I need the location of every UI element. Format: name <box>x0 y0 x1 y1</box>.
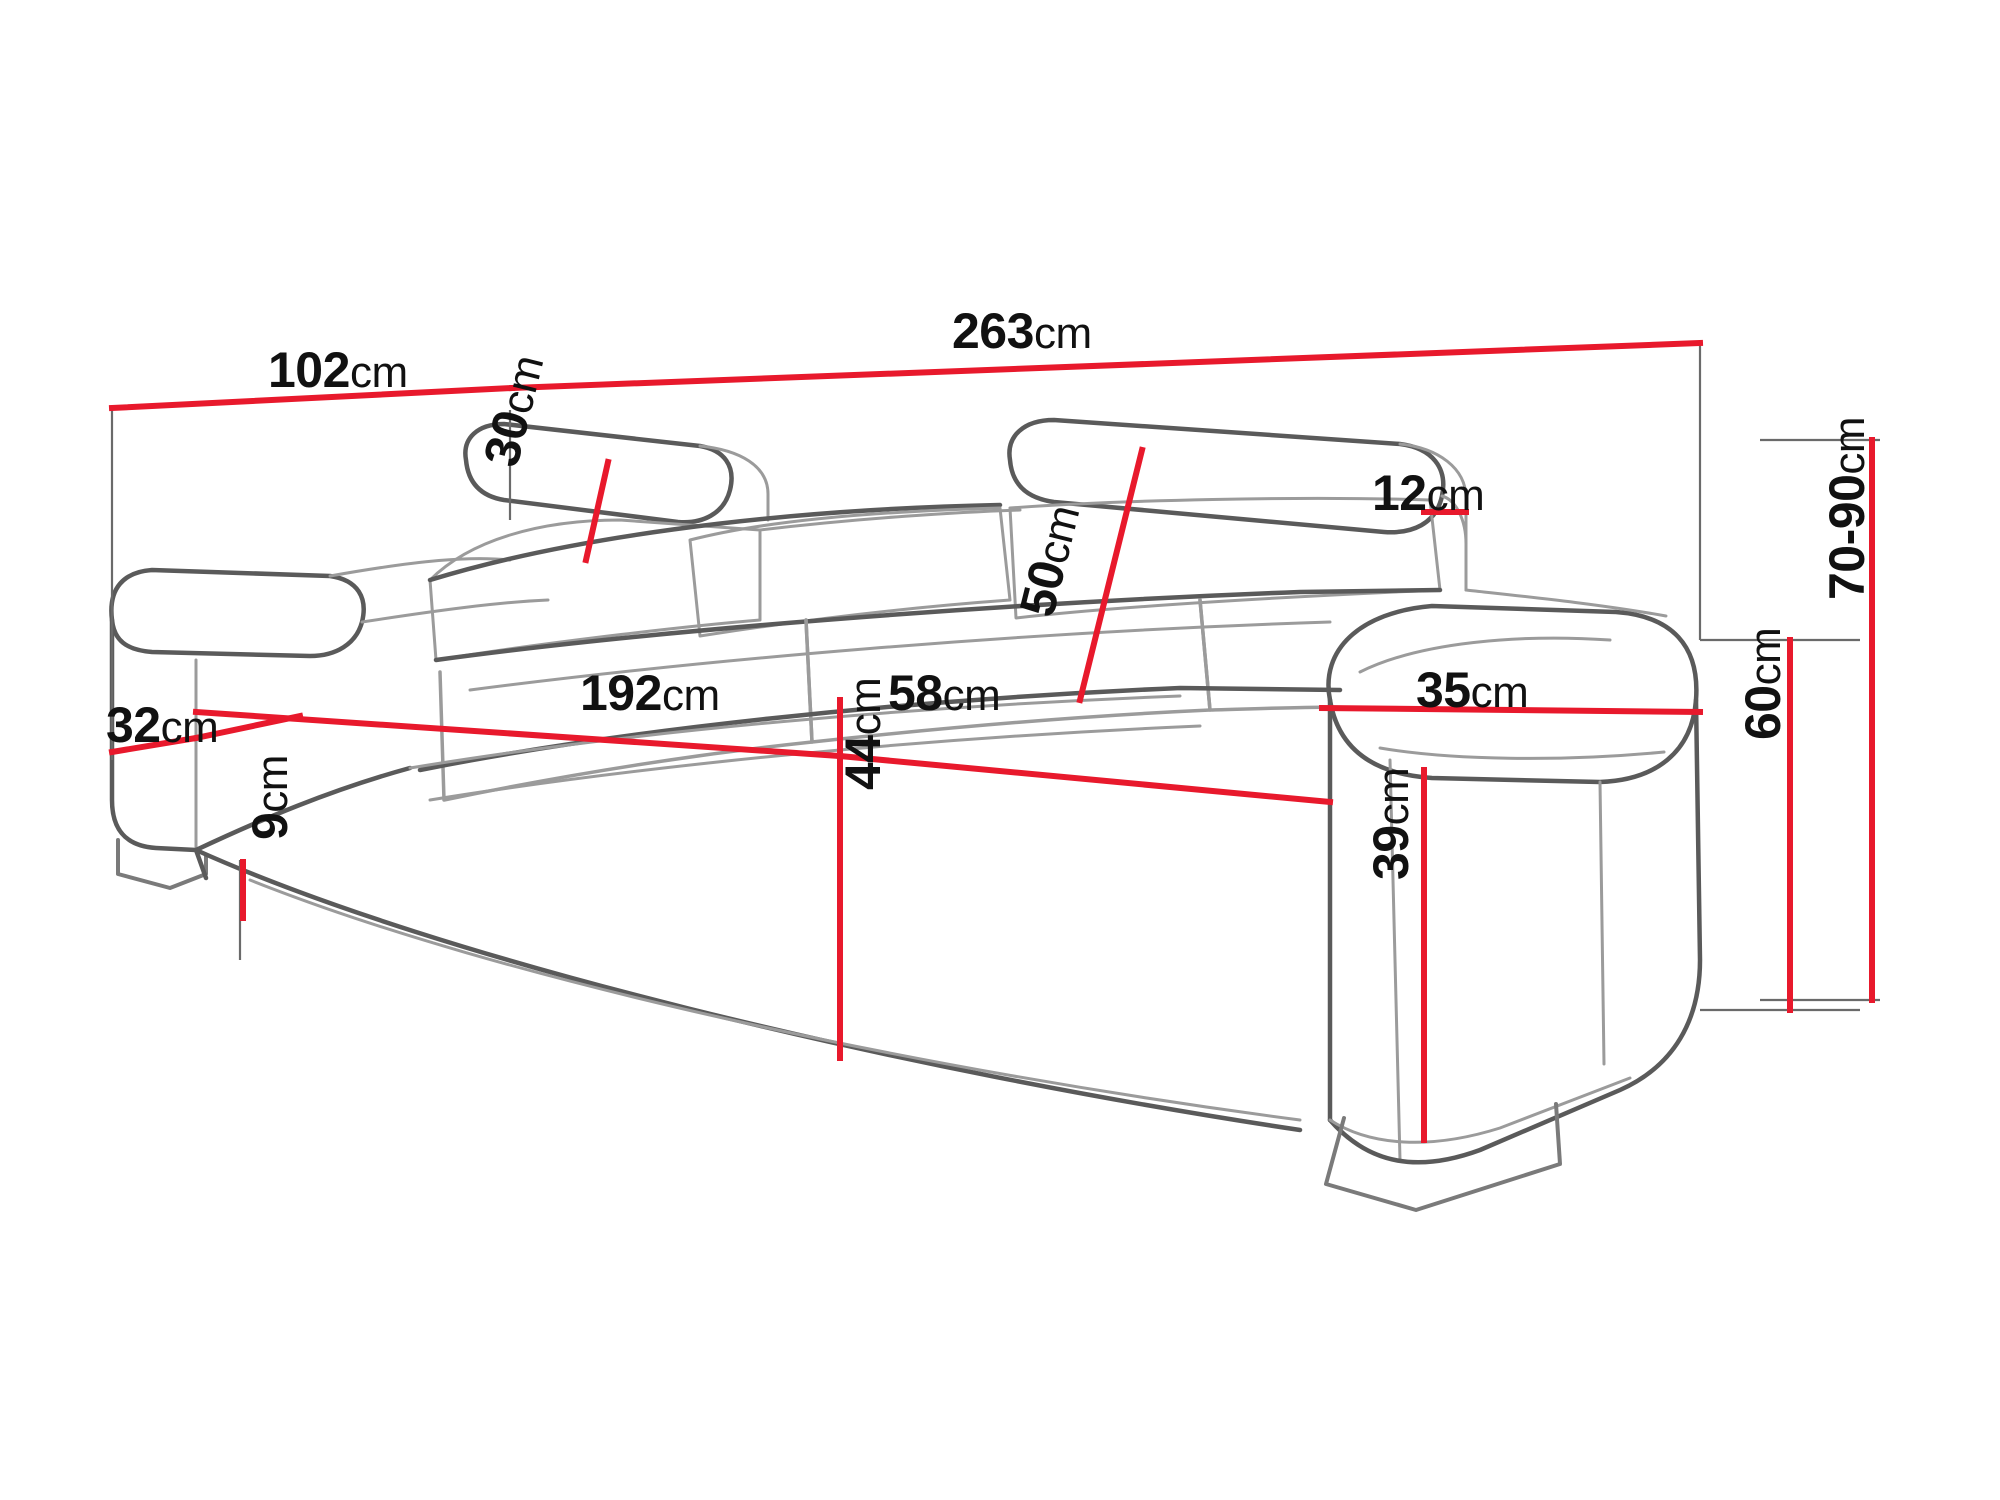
left-armrest-base-front <box>193 765 413 853</box>
dimension-label-35: 35cm <box>1416 662 1529 718</box>
headrest-left <box>463 421 734 525</box>
dimension-label-60: 60cm <box>1735 627 1791 740</box>
right-armrest-inner-bottom <box>1378 746 1666 760</box>
seat-cushion-2 <box>804 598 1212 744</box>
back-right-connector <box>1464 588 1668 618</box>
dimension-label-12: 12cm <box>1372 465 1485 521</box>
left-armrest-back-line <box>328 557 512 578</box>
dimension-label-44: 44cm <box>835 677 891 790</box>
front-face-left-edge <box>193 847 209 881</box>
left-leg <box>116 838 208 890</box>
back-lower-rail <box>433 587 1443 663</box>
dim-line-30 <box>582 458 612 564</box>
headrest-left-side <box>698 444 770 522</box>
dimension-label-263: 263cm <box>952 303 1092 359</box>
headrest-right-side <box>1398 442 1468 592</box>
right-armrest-body <box>1327 697 1703 1165</box>
front-face-seam <box>408 694 1182 770</box>
front-face-top <box>193 847 1303 1133</box>
dim-line-192 <box>192 708 844 760</box>
back-top-edge-left <box>427 502 1003 583</box>
front-face-top-inner <box>248 878 1302 1122</box>
right-armrest-rear-edge <box>1598 780 1606 1066</box>
sofa-outline <box>109 417 1703 1212</box>
left-armrest-body <box>109 617 199 853</box>
dimension-label-39: 39cm <box>1363 767 1419 880</box>
dimension-label-102: 102cm <box>268 342 408 398</box>
back-top-edge-inner <box>758 508 1022 532</box>
dim-line-32a <box>108 734 200 756</box>
right-leg <box>1324 1102 1562 1212</box>
dim-line-102 <box>108 384 516 412</box>
right-armrest-inner-top <box>1358 636 1612 674</box>
extension-lines <box>110 345 1880 1012</box>
dimension-label-32: 32cm <box>106 697 219 753</box>
back-lower-rail-inner <box>468 620 1332 692</box>
dimension-label-70-90: 70-90cm <box>1819 416 1875 600</box>
right-armrest-body-inner <box>1328 1076 1632 1144</box>
dimension-label-192: 192cm <box>580 665 720 721</box>
dim-line-35 <box>1318 704 1704 716</box>
dim-line-58 <box>836 752 1334 806</box>
dim-line-263 <box>508 339 1704 392</box>
dim-line-50 <box>1076 446 1146 704</box>
left-armrest-inner-line <box>360 598 550 624</box>
dimension-label-9: 9cm <box>242 755 298 840</box>
dimension-lines <box>108 339 1875 1143</box>
dimension-label-58: 58cm <box>888 665 1001 721</box>
right-armrest-inner-edge <box>1388 758 1402 1162</box>
